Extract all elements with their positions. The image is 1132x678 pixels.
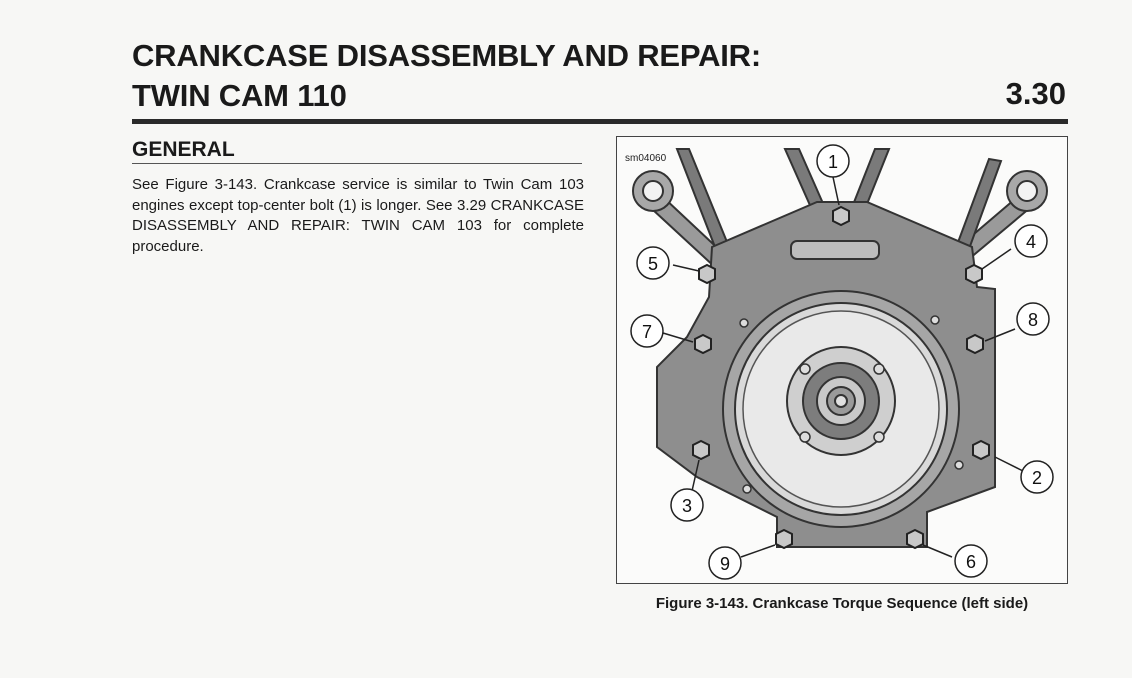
heading-divider <box>132 163 582 164</box>
page-title: CRANKCASE DISASSEMBLY AND REPAIR: TWIN C… <box>132 36 1072 116</box>
bolts <box>692 205 990 550</box>
callout-7: 7 <box>642 322 652 342</box>
crankcase-body <box>656 201 996 548</box>
section-heading: GENERAL <box>132 138 235 161</box>
header-divider <box>132 119 1068 124</box>
callout-circles <box>630 144 1054 580</box>
section-number: 3.30 <box>1005 76 1066 111</box>
body-paragraph: See Figure 3-143. Crankcase service is s… <box>132 175 584 257</box>
callout-1: 1 <box>828 152 838 172</box>
crankcase-illustration: 1 2 3 4 5 6 7 8 9 <box>630 144 1054 580</box>
connecting-rods <box>632 148 1048 271</box>
callout-9: 9 <box>720 554 730 574</box>
callout-2: 2 <box>1032 468 1042 488</box>
callout-3: 3 <box>682 496 692 516</box>
figure-frame: 1 2 3 4 5 6 7 8 9 sm04060 <box>616 136 1068 584</box>
callout-4: 4 <box>1026 232 1036 252</box>
leader-lines <box>662 176 1024 558</box>
callout-5: 5 <box>648 254 658 274</box>
figure-id-label: sm04060 <box>625 153 667 164</box>
figure-caption: Figure 3-143. Crankcase Torque Sequence … <box>655 595 1029 612</box>
title-line-1: CRANKCASE DISASSEMBLY AND REPAIR: <box>132 38 761 73</box>
inner-studs <box>739 315 964 494</box>
callout-6: 6 <box>966 552 976 572</box>
callout-8: 8 <box>1028 310 1038 330</box>
paragraph-text: See Figure 3-143. Crankcase service is s… <box>132 176 584 255</box>
title-line-2: TWIN CAM 110 <box>132 78 347 113</box>
